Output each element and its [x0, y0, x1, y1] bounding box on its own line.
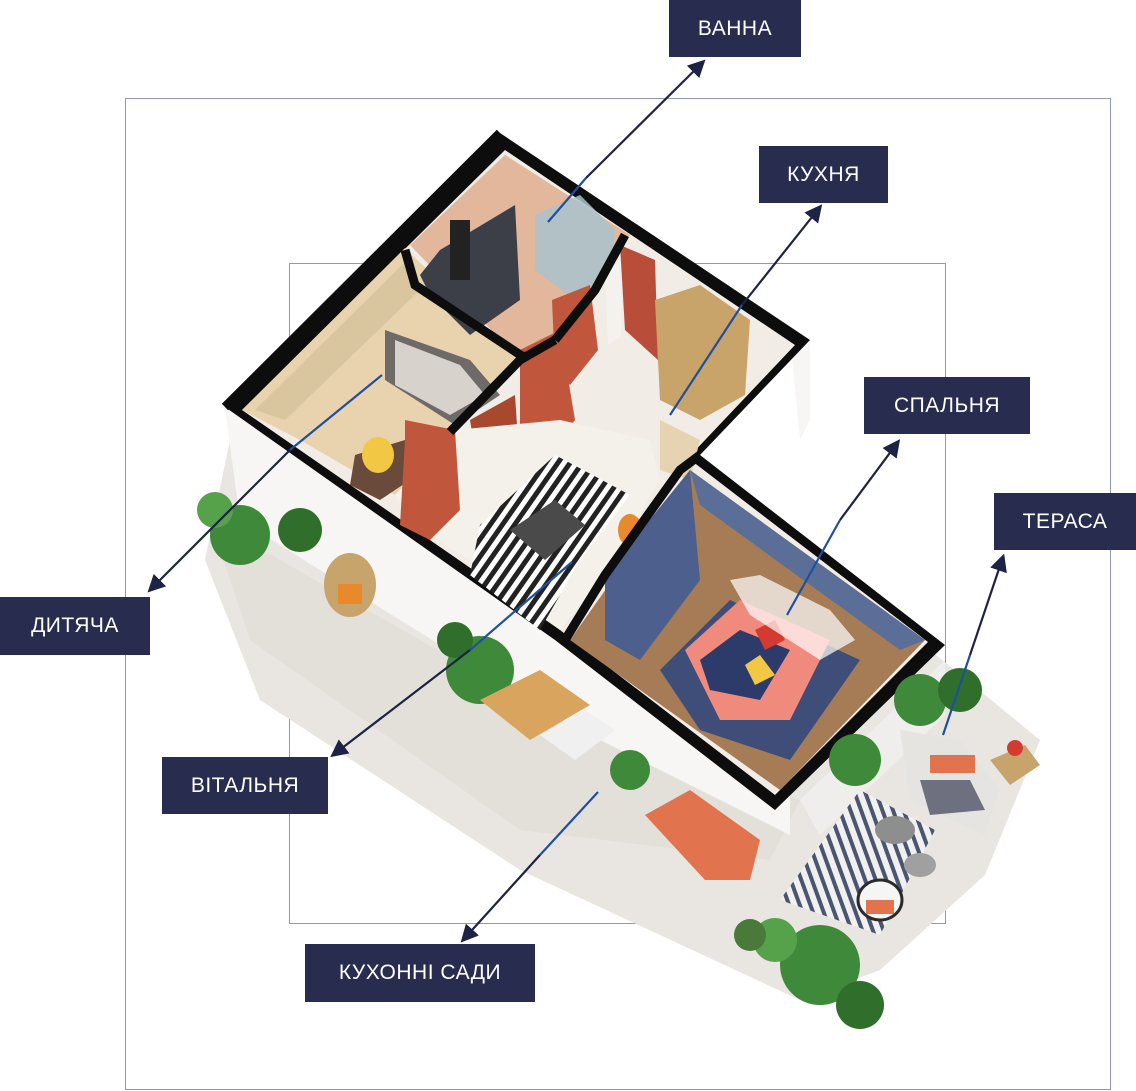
arrow-kitchen [741, 204, 823, 306]
label-kitchen[interactable]: КУХНЯ [759, 146, 888, 203]
sofa-icon [645, 790, 760, 880]
pointer-garden [539, 791, 599, 856]
pointer-kitchen [669, 304, 743, 416]
label-kids-room[interactable]: ДИТЯЧА [0, 597, 150, 655]
label-kitchen-gardens[interactable]: КУХОННІ САДИ [305, 944, 535, 1002]
pointer-lines [147, 59, 1007, 943]
pointer-terrace [941, 654, 972, 736]
pointer-kids [289, 374, 383, 451]
arrow-bathroom [585, 59, 706, 179]
label-bathroom[interactable]: ВАННА [669, 0, 801, 57]
label-terrace[interactable]: ТЕРАСА [994, 493, 1136, 550]
arrow-bedroom [839, 439, 901, 521]
arrow-kids [147, 449, 291, 593]
pointer-living [469, 561, 573, 651]
arrow-living [330, 649, 471, 758]
label-living-room[interactable]: ВІТАЛЬНЯ [162, 757, 328, 814]
living-room [395, 420, 660, 630]
pointer-bedroom [786, 519, 841, 616]
bedroom [570, 470, 925, 790]
pointer-bathroom [547, 177, 587, 223]
arrow-terrace [968, 553, 1007, 656]
outer-frame [125, 98, 1111, 1090]
label-bedroom[interactable]: СПАЛЬНЯ [864, 377, 1030, 434]
chair-icon [362, 437, 394, 473]
arrow-garden [460, 854, 541, 943]
interior-walls [221, 129, 703, 643]
terrace-furniture [197, 492, 1040, 1029]
